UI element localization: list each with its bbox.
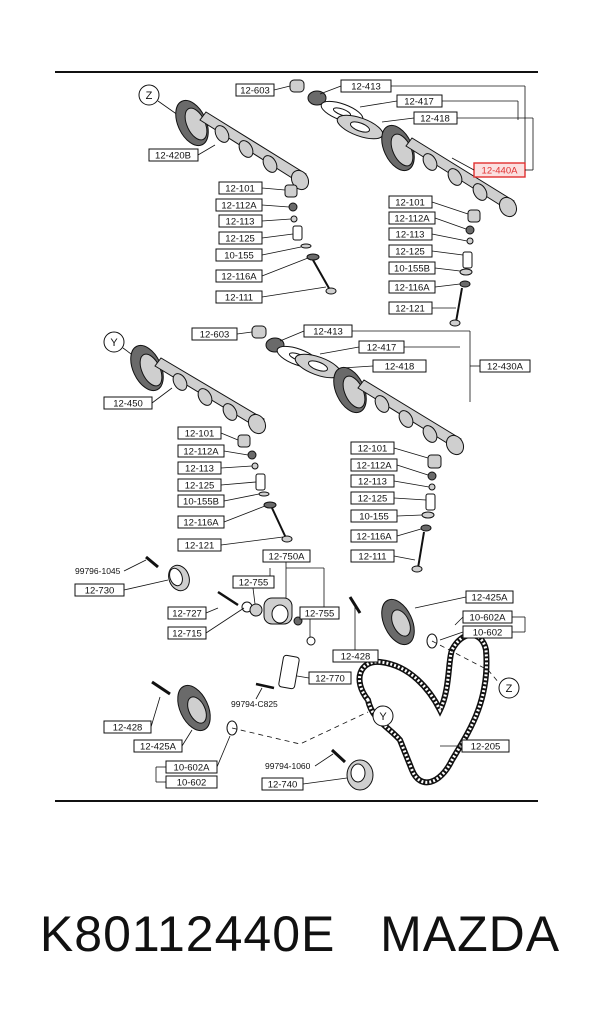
label-12-101: 12-101 bbox=[225, 184, 255, 195]
camshaft-y-assembly: Y bbox=[103, 325, 342, 543]
label-12-413-m: 12-413 bbox=[313, 327, 343, 338]
caption-part-number: K80112440E bbox=[39, 906, 336, 962]
label-12-116A-mr: 12-116A bbox=[356, 532, 392, 543]
camshaft-right-assembly bbox=[381, 124, 518, 327]
label-12-125-mr: 12-125 bbox=[358, 494, 388, 505]
label-12-715: 12-715 bbox=[172, 629, 202, 640]
label-12-440A: 12-440A bbox=[482, 166, 519, 177]
label-10-155: 10-155 bbox=[224, 251, 254, 262]
camshaft-middle-right-assembly bbox=[333, 366, 465, 573]
label-12-101-mr: 12-101 bbox=[358, 444, 388, 455]
label-12-755-a: 12-755 bbox=[239, 578, 269, 589]
camshaft bbox=[199, 111, 307, 184]
label-99796-1045: 99796-1045 bbox=[75, 566, 121, 576]
label-12-111-mr: 12-111 bbox=[358, 552, 386, 563]
label-12-417: 12-417 bbox=[404, 97, 434, 108]
product-caption: K80112440E MAZDA bbox=[0, 905, 600, 963]
label-12-116A-r: 12-116A bbox=[394, 283, 430, 294]
label-12-425A-l: 12-425A bbox=[140, 742, 177, 753]
label-10-155B-m: 10-155B bbox=[183, 497, 219, 508]
label-12-125-m: 12-125 bbox=[185, 481, 215, 492]
lower-labels: 12-750A 99796-1045 12-730 12-755 12-755 … bbox=[74, 549, 526, 791]
label-12-418-m: 12-418 bbox=[385, 362, 415, 373]
label-12-750A: 12-750A bbox=[269, 552, 306, 563]
label-12-417-m: 12-417 bbox=[367, 343, 397, 354]
label-12-205: 12-205 bbox=[471, 742, 501, 753]
label-10-155B-r: 10-155B bbox=[394, 264, 430, 275]
caption-brand: MAZDA bbox=[380, 906, 561, 962]
middle-left-labels: 12-603 12-413 12-417 12-418 12-430A 12-4… bbox=[103, 324, 531, 552]
label-12-121-m: 12-121 bbox=[185, 541, 215, 552]
label-12-740: 12-740 bbox=[268, 780, 298, 791]
label-12-425A-r: 12-425A bbox=[472, 593, 509, 604]
label-10-155-mr: 10-155 bbox=[359, 512, 389, 523]
label-12-116A: 12-116A bbox=[221, 272, 257, 283]
label-12-116A-m: 12-116A bbox=[183, 518, 219, 529]
callout-z-label: Z bbox=[146, 90, 153, 102]
label-12-112A-m: 12-112A bbox=[183, 447, 219, 458]
label-12-125-r: 12-125 bbox=[395, 247, 425, 258]
label-12-418: 12-418 bbox=[420, 114, 450, 125]
label-12-727: 12-727 bbox=[172, 609, 202, 620]
label-12-113-mr: 12-113 bbox=[358, 477, 387, 488]
label-12-420B: 12-420B bbox=[155, 151, 191, 162]
label-99794-C825: 99794-C825 bbox=[231, 699, 278, 709]
label-10-602-l: 10-602 bbox=[177, 778, 207, 789]
label-12-121-r: 12-121 bbox=[395, 304, 425, 315]
label-12-430A: 12-430A bbox=[487, 362, 524, 373]
callout-z-belt-label: Z bbox=[506, 683, 513, 695]
label-12-428-r: 12-428 bbox=[341, 652, 371, 663]
label-12-428-l: 12-428 bbox=[113, 723, 143, 734]
callout-z-circle bbox=[138, 84, 160, 106]
label-10-602-r: 10-602 bbox=[473, 628, 503, 639]
middle-right-labels: 12-101 12-112A 12-113 12-125 10-155 12-1… bbox=[350, 441, 430, 563]
exploded-parts-diagram: Z 12-603 12-413 12-417 bbox=[55, 71, 538, 802]
label-12-112A-r: 12-112A bbox=[394, 214, 430, 225]
label-12-101-r: 12-101 bbox=[395, 198, 425, 209]
upper-right-labels: 12-440A 12-101 12-112A 12-113 12-125 10-… bbox=[388, 157, 533, 315]
callout-z-belt-circle bbox=[498, 677, 520, 699]
label-12-113: 12-113 bbox=[226, 217, 255, 228]
label-12-413: 12-413 bbox=[351, 82, 381, 93]
camshaft-z-assembly: Z bbox=[138, 79, 384, 295]
callout-y-label: Y bbox=[110, 337, 118, 349]
label-10-602A-l: 10-602A bbox=[174, 763, 211, 774]
timing-belt-assembly: Y Z bbox=[145, 555, 520, 791]
label-12-111: 12-111 bbox=[225, 293, 253, 304]
label-10-602A-r: 10-602A bbox=[470, 613, 507, 624]
label-12-603-m: 12-603 bbox=[200, 330, 230, 341]
label-99794-1060: 99794-1060 bbox=[265, 761, 311, 771]
upper-left-labels: 12-603 12-413 12-417 12-418 12-420B 12-1… bbox=[148, 79, 534, 304]
label-12-770: 12-770 bbox=[315, 674, 345, 685]
label-12-112A-mr: 12-112A bbox=[356, 461, 392, 472]
label-12-450: 12-450 bbox=[113, 399, 143, 410]
callout-y-belt-circle bbox=[372, 705, 394, 727]
label-12-125: 12-125 bbox=[225, 234, 255, 245]
callout-y-circle bbox=[103, 331, 125, 353]
callout-y-belt-label: Y bbox=[379, 711, 387, 723]
label-12-113-m: 12-113 bbox=[185, 464, 214, 475]
label-12-113-r: 12-113 bbox=[396, 230, 425, 241]
label-12-112A: 12-112A bbox=[221, 201, 257, 212]
label-12-603: 12-603 bbox=[240, 86, 270, 97]
label-12-755-b: 12-755 bbox=[305, 609, 335, 620]
label-12-730: 12-730 bbox=[85, 586, 115, 597]
label-12-101-m: 12-101 bbox=[185, 429, 215, 440]
